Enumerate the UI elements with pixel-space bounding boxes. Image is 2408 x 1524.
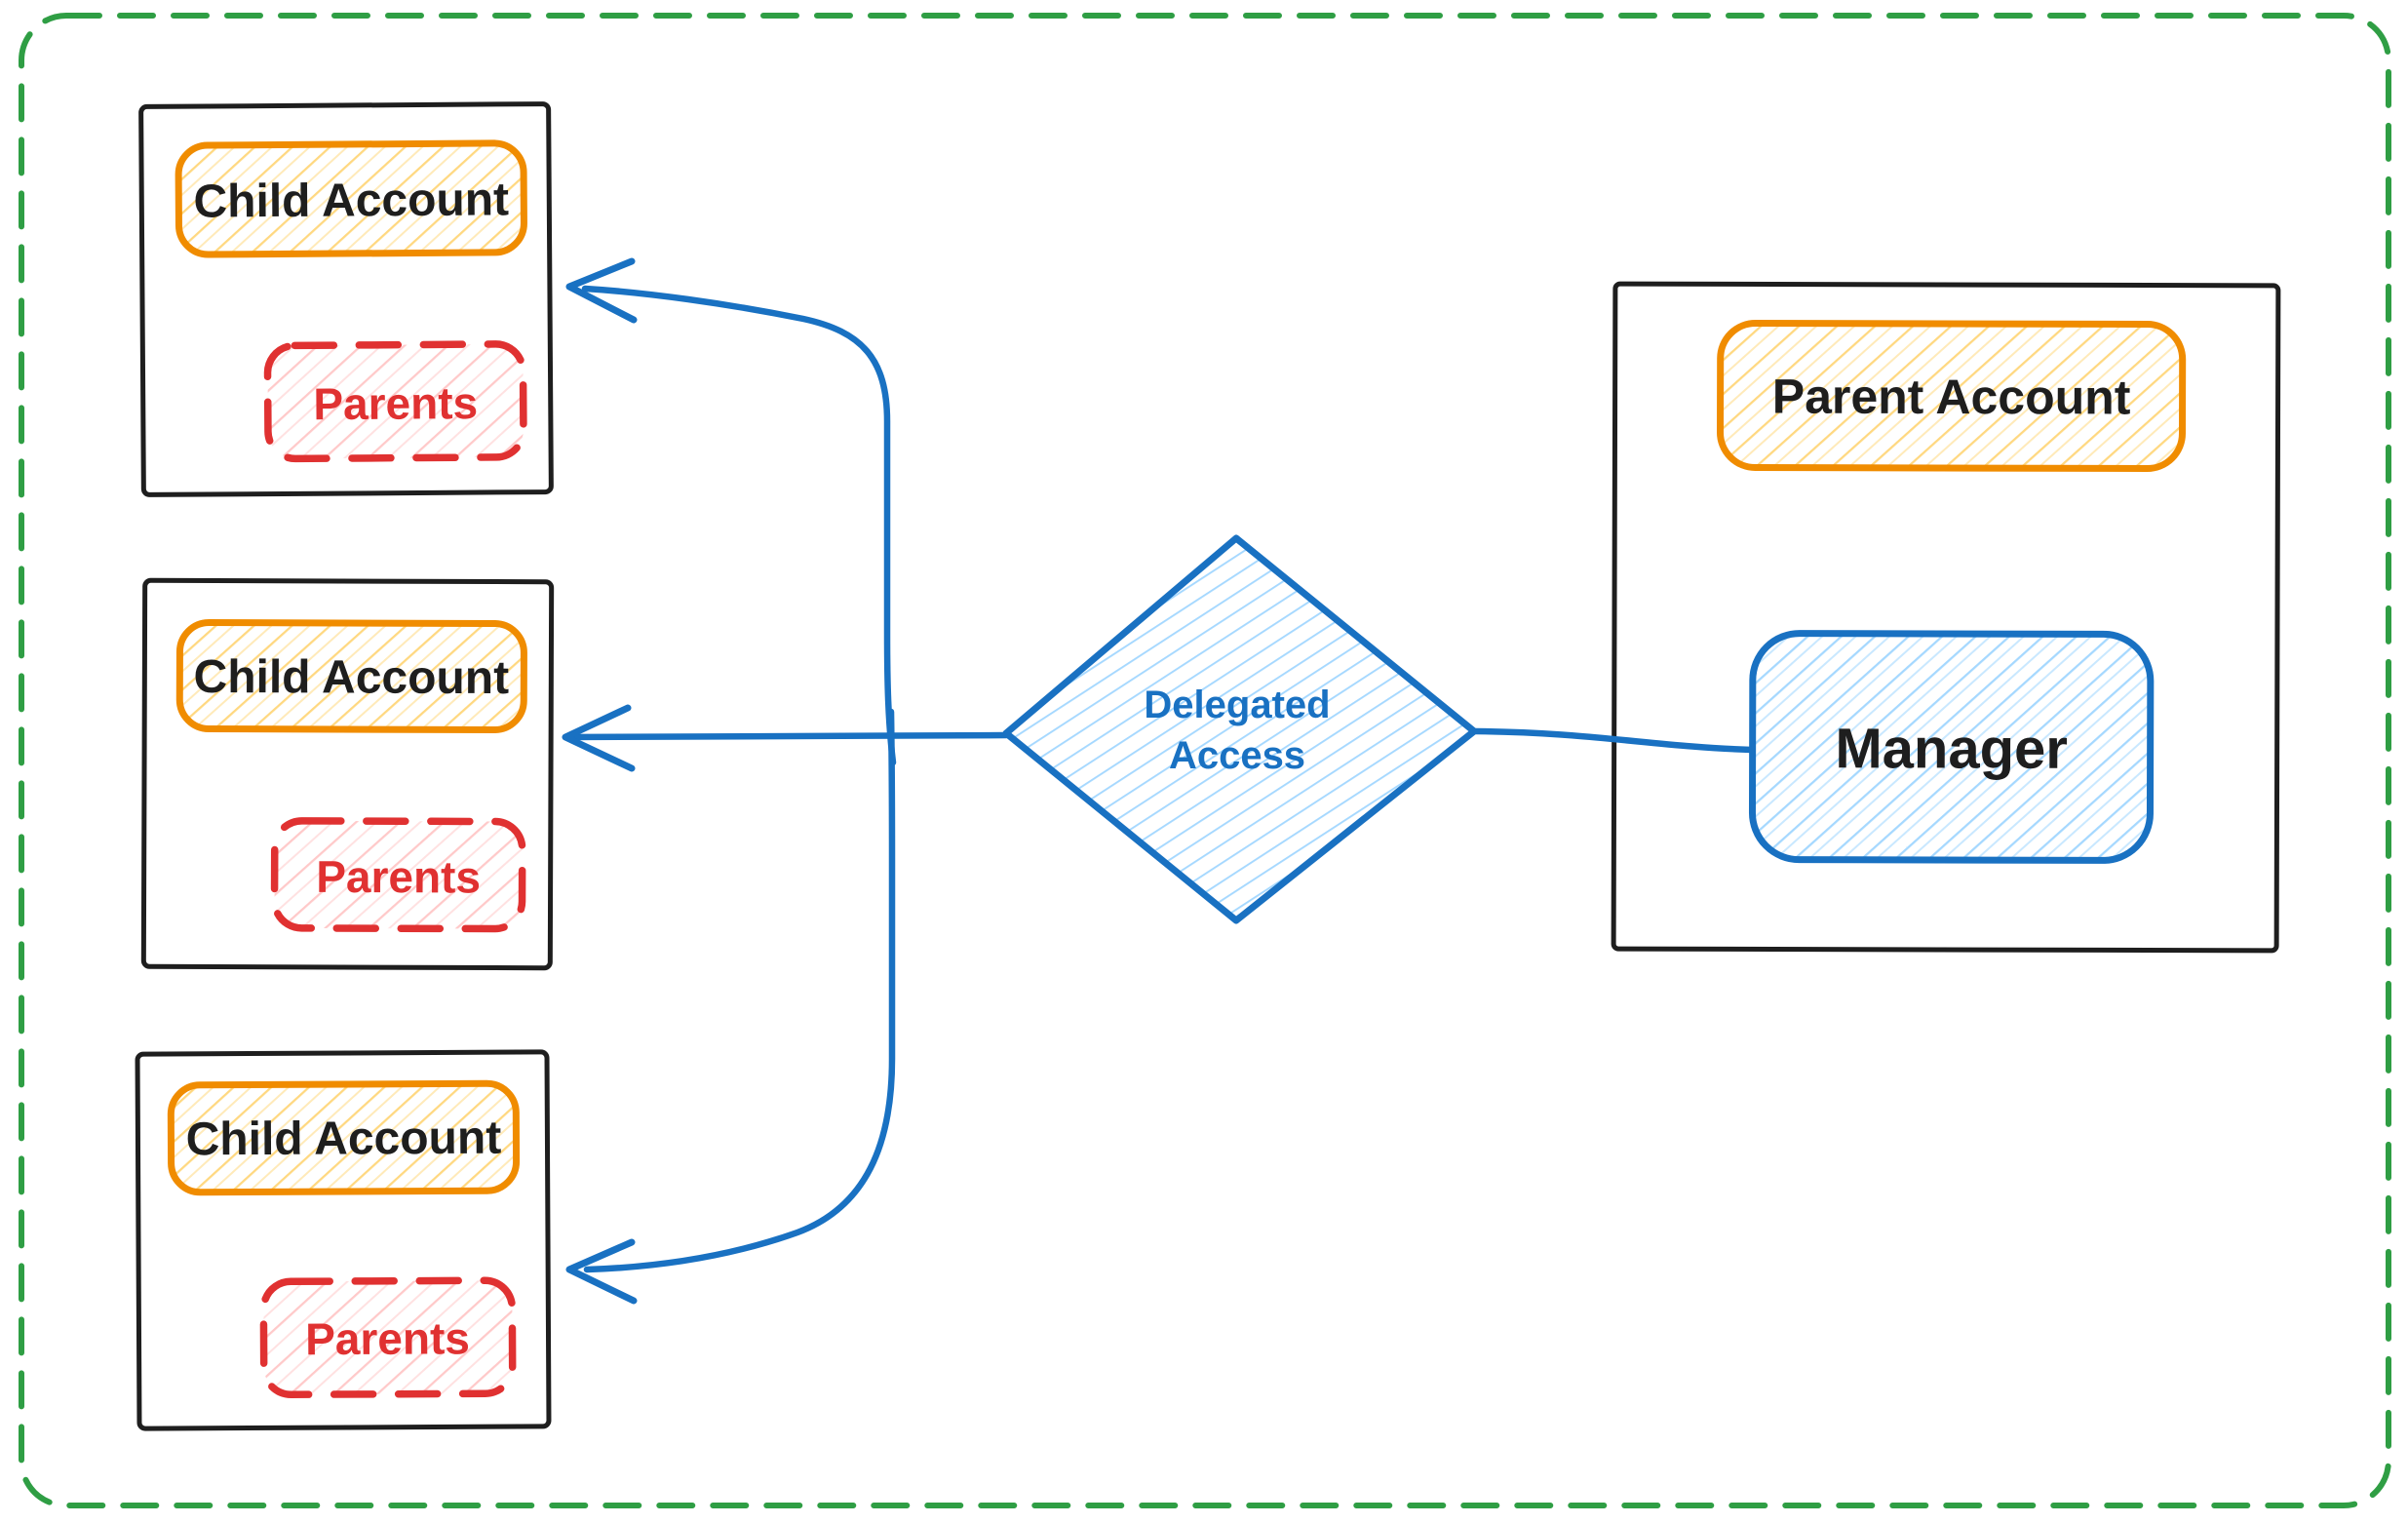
child-account-box-1: Child Account Parents bbox=[138, 101, 554, 497]
child-account-box-2: Child Account Parents bbox=[140, 577, 555, 971]
canvas-dashed-border bbox=[19, 13, 2391, 1508]
parent-account-label-shape bbox=[1716, 319, 2187, 473]
child-account-2-label-shape bbox=[175, 619, 527, 734]
connector-diamond-to-child2 bbox=[562, 731, 1010, 741]
parents-badge-1-shape bbox=[263, 340, 527, 463]
arrowhead-child3 bbox=[565, 1238, 638, 1305]
child-account-2-title: Child Account bbox=[193, 651, 509, 704]
child-account-box-3: Child Account Parents bbox=[135, 1049, 552, 1431]
connector-diamond-to-child3 bbox=[583, 708, 896, 1273]
child-account-1-label-shape bbox=[175, 139, 527, 258]
connector-diamond-to-child1 bbox=[581, 285, 897, 766]
parent-account-title: Parent Account bbox=[1772, 370, 2131, 425]
arrowhead-child1 bbox=[565, 257, 638, 324]
child-account-3-title: Child Account bbox=[186, 1113, 502, 1166]
parents-badge-1-label: Parents bbox=[313, 377, 478, 429]
child-account-1-title: Child Account bbox=[193, 174, 509, 227]
parents-badge-3-label: Parents bbox=[305, 1312, 470, 1364]
delegated-access-shape bbox=[1002, 534, 1478, 924]
parents-badge-3-shape bbox=[259, 1276, 517, 1399]
parent-account-box: Parent Account Manager bbox=[1611, 281, 2281, 954]
delegated-access-label-line2: Access bbox=[1169, 734, 1305, 777]
arrowhead-child2 bbox=[562, 704, 636, 772]
connector-manager-to-diamond bbox=[1472, 727, 1756, 754]
connectors bbox=[562, 257, 1756, 1305]
manager-node-label: Manager bbox=[1835, 717, 2068, 781]
parents-badge-2-label: Parents bbox=[316, 851, 481, 903]
manager-node-shape bbox=[1748, 630, 2155, 864]
child-account-3-label-shape bbox=[167, 1079, 521, 1196]
delegated-access-label-line1: Delegated bbox=[1144, 684, 1330, 726]
parents-badge-2-shape bbox=[270, 817, 526, 933]
delegated-access-diamond: Delegated Access bbox=[1002, 534, 1478, 924]
